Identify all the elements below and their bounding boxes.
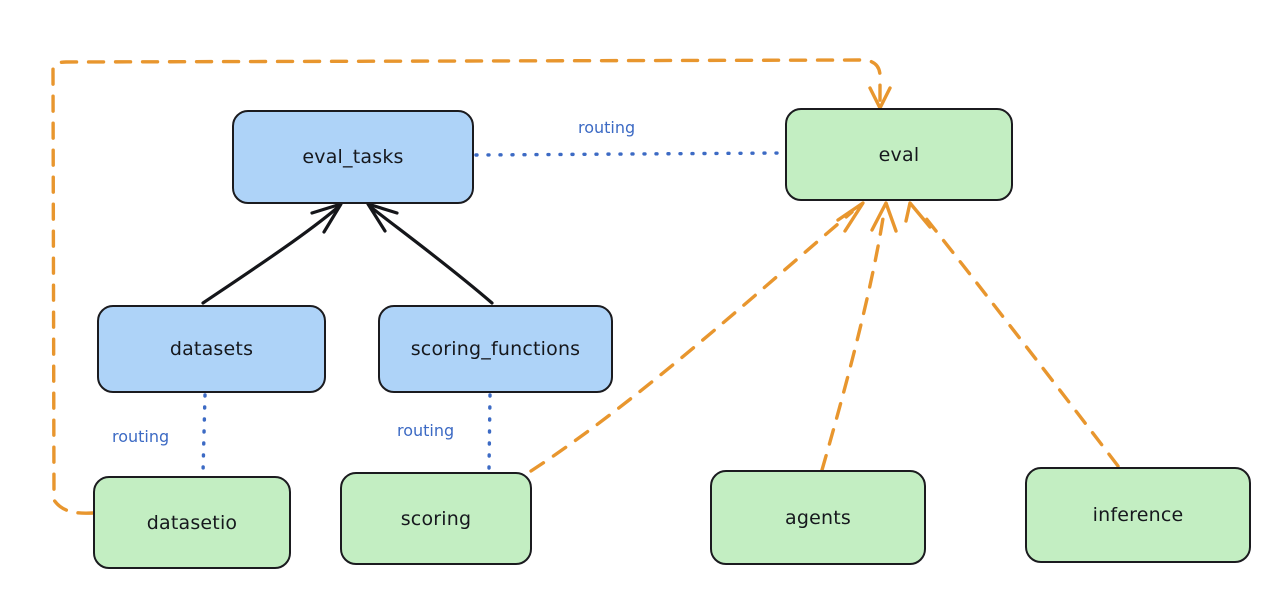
- edge-datasets-to-datasetio: [201, 393, 207, 475]
- edge-scoring-functions-to-scoring: [487, 393, 492, 472]
- node-label: eval_tasks: [302, 146, 404, 168]
- edge-label-routing-scoring-functions-to-scoring: routing: [397, 421, 455, 440]
- edge-scoring-functions-to-eval-tasks: [366, 202, 494, 305]
- edge-label-routing-eval-tasks-to-eval: routing: [578, 118, 636, 137]
- node-label: inference: [1092, 504, 1184, 526]
- node-label: agents: [785, 506, 851, 529]
- node-datasetio[interactable]: datasetio: [93, 476, 291, 569]
- edge-eval-tasks-to-eval: [474, 151, 784, 157]
- node-eval[interactable]: eval: [785, 108, 1013, 201]
- node-label: scoring_functions: [410, 338, 581, 360]
- node-label: scoring: [400, 507, 472, 530]
- node-inference[interactable]: inference: [1025, 467, 1251, 563]
- node-agents[interactable]: agents: [710, 470, 926, 565]
- edge-label-routing-datasets-to-datasetio: routing: [112, 427, 170, 446]
- edge-inference-to-eval: [904, 201, 1120, 468]
- node-label: datasetio: [146, 511, 238, 534]
- node-label: eval: [878, 143, 920, 166]
- edge-scoring-to-eval: [529, 201, 865, 473]
- node-scoring-functions[interactable]: scoring_functions: [378, 305, 613, 393]
- node-label: datasets: [169, 338, 254, 360]
- edge-datasets-to-eval-tasks: [201, 202, 343, 305]
- node-eval-tasks[interactable]: eval_tasks: [232, 110, 474, 204]
- node-datasets[interactable]: datasets: [97, 305, 326, 393]
- edge-agents-to-eval: [820, 201, 898, 472]
- node-scoring[interactable]: scoring: [340, 472, 532, 565]
